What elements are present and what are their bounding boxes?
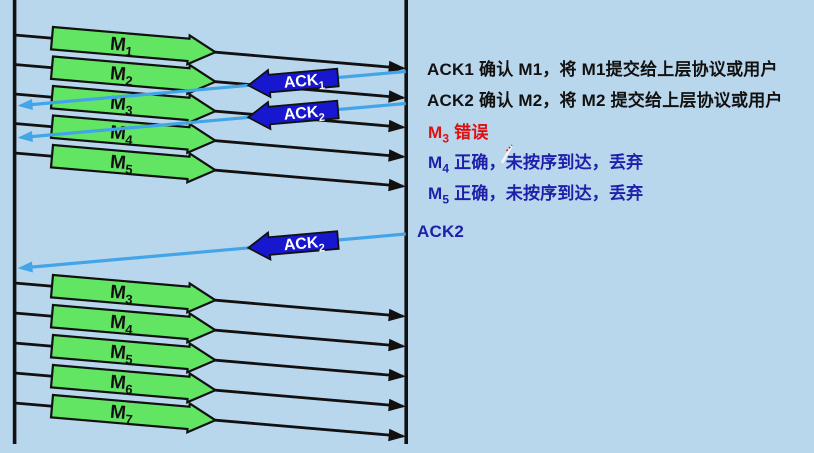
message-arrowhead-M7 <box>388 428 406 442</box>
ack-box-ACK2-top <box>246 99 340 131</box>
m4-rest: 正确，未按序到达，丢弃 <box>449 153 644 172</box>
message-label-M3: M3 <box>109 282 134 307</box>
message-arrowhead-M4 <box>388 338 406 352</box>
message-label-M1: M1 <box>109 34 134 59</box>
message-arrowhead-M3 <box>388 119 406 133</box>
message-arrowhead-M5 <box>388 368 406 382</box>
message-arrowhead-M6 <box>388 398 406 412</box>
note-m4-discard: M4 正确，未按序到达，丢弃 <box>428 152 644 176</box>
message-box-M5 <box>49 333 218 375</box>
ack-cyan-arrowhead-ACK2-resend <box>17 261 33 273</box>
m3-prefix: M <box>428 123 443 142</box>
message-arrowhead-M1 <box>388 60 406 74</box>
message-box-M6 <box>49 363 218 405</box>
message-box-M5 <box>49 143 218 185</box>
m3-rest: 错误 <box>449 123 489 142</box>
m5-rest: 正确，未按序到达，丢弃 <box>449 184 644 203</box>
ack-label-ACK2-resend: ACK2 <box>283 234 325 258</box>
ack-label-ACK1-top: ACK1 <box>283 71 325 95</box>
ack-box-ACK1-top <box>246 67 340 99</box>
ack-cyan-line-ACK1-top <box>25 69 406 107</box>
m4-subscript: 4 <box>442 161 450 176</box>
ack-cyan-arrowhead-ACK1-top <box>17 99 33 110</box>
message-box-M1 <box>49 25 218 67</box>
pen-cursor-icon <box>501 144 513 164</box>
m5-subscript: 5 <box>442 192 450 207</box>
message-box-M2 <box>49 55 218 96</box>
message-box-M7 <box>49 393 218 435</box>
note-ack1-confirm: ACK1 确认 M1，将 M1提交给上层协议或用户 <box>427 60 778 79</box>
message-label-M2: M2 <box>109 63 134 88</box>
message-label-M5: M5 <box>109 342 134 367</box>
note-m3-error: M3 错误 <box>428 122 489 146</box>
message-label-M4: M4 <box>109 312 135 337</box>
ack-cyan-line-ACK2-resend <box>25 232 406 270</box>
note-ack2-confirm: ACK2 确认 M2，将 M2 提交给上层协议或用户 <box>427 91 783 110</box>
message-arrowhead-M4 <box>388 149 406 162</box>
message-label-M6: M6 <box>109 372 134 397</box>
receiver-timeline <box>404 0 408 444</box>
ack-label-ACK2-top: ACK2 <box>283 103 325 127</box>
message-box-M4 <box>49 114 218 155</box>
message-box-M3 <box>49 84 218 126</box>
message-box-M4 <box>49 303 218 345</box>
m5-prefix: M <box>428 184 443 203</box>
message-arrowhead-M3 <box>388 308 406 322</box>
ack-cyan-line-ACK2-top <box>25 101 406 139</box>
ack-box-ACK2-resend <box>246 230 340 262</box>
note-m5-discard: M5 正确，未按序到达，丢弃 <box>428 183 644 207</box>
label-ack2-resend: ACK2 <box>417 222 465 241</box>
message-label-M7: M7 <box>109 402 134 427</box>
message-label-M5: M5 <box>109 152 134 177</box>
ack-cyan-arrowhead-ACK2-top <box>17 131 33 142</box>
m3-subscript: 3 <box>442 131 450 146</box>
sender-timeline <box>12 0 17 444</box>
message-arrowhead-M2 <box>388 90 406 103</box>
m4-prefix: M <box>428 153 443 172</box>
message-arrowhead-M5 <box>388 178 406 192</box>
message-box-M3 <box>49 273 218 315</box>
